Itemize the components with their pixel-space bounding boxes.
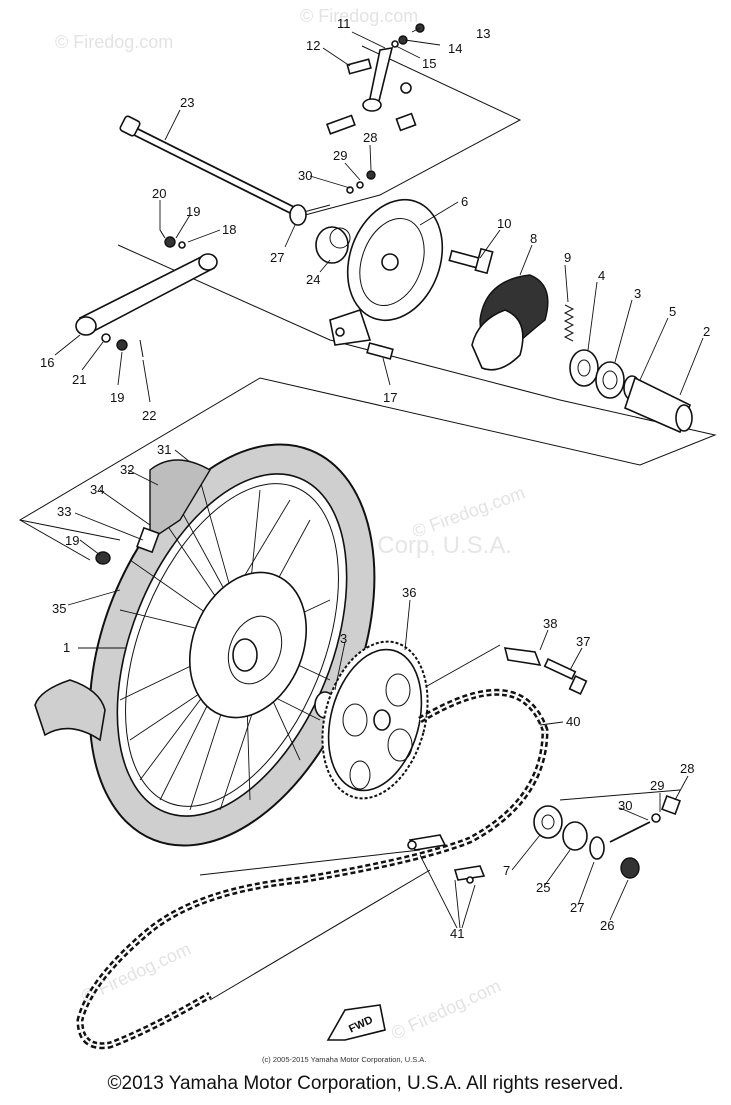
callout-30a: 30 [298, 168, 312, 183]
callout-19a: 19 [186, 204, 200, 219]
callout-27b: 27 [570, 900, 584, 915]
callout-17: 17 [383, 390, 397, 405]
callout-19b: 19 [110, 390, 124, 405]
callout-18: 18 [222, 222, 236, 237]
collar [315, 226, 351, 264]
callout-20: 20 [152, 186, 166, 201]
callout-36: 36 [402, 585, 416, 600]
callout-22: 22 [142, 408, 156, 423]
callout-12: 12 [306, 38, 320, 53]
callout-38: 38 [543, 616, 557, 631]
callout-25: 25 [536, 880, 550, 895]
watermark-bottom-left: © Firedog.com [78, 938, 194, 1006]
brake-shoe-set [471, 274, 549, 371]
callout-19c: 19 [65, 533, 79, 548]
rear-sprocket [321, 640, 429, 800]
callout-32: 32 [120, 462, 134, 477]
callout-10: 10 [497, 216, 511, 231]
callout-41: 41 [450, 926, 464, 941]
callout-5: 5 [669, 304, 676, 319]
callout-16: 16 [40, 355, 54, 370]
chain-adjuster-hardware [533, 795, 681, 879]
drive-chain [76, 688, 549, 1050]
spring [563, 304, 575, 342]
callout-23: 23 [180, 95, 194, 110]
callout-35: 35 [52, 601, 66, 616]
callout-9: 9 [564, 250, 571, 265]
callout-14: 14 [448, 41, 462, 56]
callout-33: 33 [57, 504, 71, 519]
diagram-copyright-small: (c) 2005-2015 Yamaha Motor Corporation, … [262, 1055, 426, 1064]
callout-1: 1 [63, 640, 70, 655]
callout-11: 11 [337, 16, 351, 31]
callout-3a: 3 [634, 286, 641, 301]
rear-axle [119, 115, 331, 217]
sprocket-bolt-and-lock-washer [503, 647, 588, 695]
brake-shoe-bolt [448, 247, 494, 275]
callout-2: 2 [703, 324, 710, 339]
torque-arm [75, 229, 394, 360]
callout-24: 24 [306, 272, 320, 287]
hub-bearings-and-spacer [569, 349, 693, 434]
callout-15: 15 [422, 56, 436, 71]
callout-labels: 11 12 13 14 15 23 28 29 30 6 10 8 9 4 3 … [40, 16, 710, 941]
callout-leaders [54, 27, 704, 929]
callout-7: 7 [503, 863, 510, 878]
callout-21: 21 [72, 372, 86, 387]
callout-29a: 29 [333, 148, 347, 163]
callout-29b: 29 [650, 778, 664, 793]
callout-31: 31 [157, 442, 171, 457]
callout-40: 40 [566, 714, 580, 729]
footer-copyright: ©2013 Yamaha Motor Corporation, U.S.A. A… [107, 1073, 624, 1094]
callout-6: 6 [461, 194, 468, 209]
callout-3b: 3 [340, 631, 347, 646]
forward-direction-arrow: FWD [326, 1004, 386, 1041]
callout-27a: 27 [270, 250, 284, 265]
callout-13: 13 [476, 26, 490, 41]
callout-26: 26 [600, 918, 614, 933]
watermark-bottom-right: © Firedog.com [388, 975, 504, 1043]
brake-plate [329, 198, 444, 346]
chain-master-link [407, 834, 486, 884]
callout-30b: 30 [618, 798, 632, 813]
brake-cam-lever [325, 23, 425, 194]
callout-4: 4 [598, 268, 605, 283]
tube-and-rim-band [95, 459, 211, 565]
watermark-top: © Firedog.com [300, 6, 418, 26]
callout-34: 34 [90, 482, 104, 497]
callout-28a: 28 [363, 130, 377, 145]
watermark-top-left: © Firedog.com [55, 32, 173, 52]
callout-8: 8 [530, 231, 537, 246]
washer [289, 204, 307, 226]
callout-28b: 28 [680, 761, 694, 776]
callout-37: 37 [576, 634, 590, 649]
